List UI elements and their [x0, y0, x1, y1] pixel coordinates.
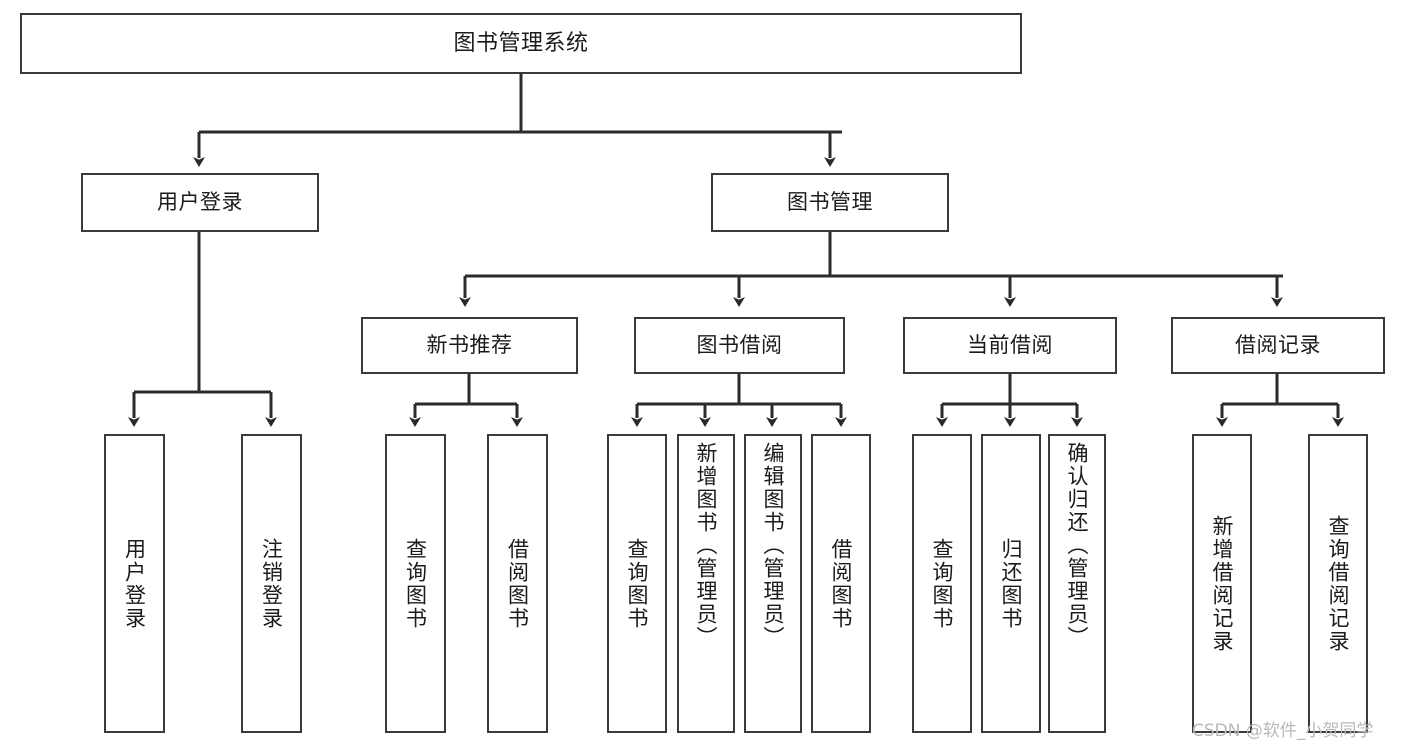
node-label: 当前借阅	[967, 333, 1053, 358]
node-label: 查询图书	[625, 537, 650, 630]
leaf-borrow-borrow-book[interactable]: 借阅图书	[811, 434, 871, 733]
watermark-text: CSDN @软件_小贺同学	[1192, 721, 1374, 741]
leaf-current-return-book[interactable]: 归还图书	[981, 434, 1041, 733]
leaf-borrow-query-book[interactable]: 查询图书	[607, 434, 667, 733]
leaf-recommend-query-book[interactable]: 查询图书	[385, 434, 446, 733]
leaf-user-login-login[interactable]: 用户登录	[104, 434, 165, 733]
node-label: 用户登录	[157, 190, 243, 215]
node-label: 新增借阅记录	[1210, 514, 1235, 653]
leaf-borrow-edit-book-admin[interactable]: 编辑图书（管理员）	[744, 434, 802, 733]
leaf-user-login-logout[interactable]: 注销登录	[241, 434, 302, 733]
node-label: 查询图书	[403, 537, 428, 630]
node-borrow-record[interactable]: 借阅记录	[1171, 317, 1385, 374]
node-label: 借阅图书	[829, 537, 854, 630]
node-label: 借阅记录	[1235, 333, 1321, 358]
node-new-book-recommend[interactable]: 新书推荐	[361, 317, 578, 374]
node-label: 图书管理系统	[453, 30, 589, 56]
leaf-current-confirm-return-admin[interactable]: 确认归还（管理员）	[1048, 434, 1106, 733]
node-book-borrow[interactable]: 图书借阅	[634, 317, 845, 374]
node-label: 新增图书（管理员）	[694, 442, 719, 649]
node-book-management[interactable]: 图书管理	[711, 173, 949, 232]
node-label: 编辑图书（管理员）	[761, 442, 786, 649]
node-user-login[interactable]: 用户登录	[81, 173, 319, 232]
leaf-record-query-record[interactable]: 查询借阅记录	[1308, 434, 1368, 733]
node-label: 归还图书	[999, 537, 1024, 630]
leaf-current-query-book[interactable]: 查询图书	[912, 434, 972, 733]
leaf-borrow-add-book-admin[interactable]: 新增图书（管理员）	[677, 434, 735, 733]
leaf-record-add-record[interactable]: 新增借阅记录	[1192, 434, 1252, 733]
node-label: 新书推荐	[426, 333, 513, 358]
leaf-recommend-borrow-book[interactable]: 借阅图书	[487, 434, 548, 733]
node-label: 查询图书	[930, 537, 955, 630]
node-label: 注销登录	[259, 537, 284, 630]
node-label: 借阅图书	[505, 537, 530, 630]
node-label: 查询借阅记录	[1326, 514, 1351, 653]
node-label: 确认归还（管理员）	[1065, 442, 1090, 649]
node-root-system[interactable]: 图书管理系统	[20, 13, 1022, 74]
node-label: 用户登录	[122, 537, 147, 630]
node-label: 图书管理	[787, 190, 873, 215]
node-label: 图书借阅	[696, 333, 783, 358]
node-current-borrow[interactable]: 当前借阅	[903, 317, 1117, 374]
